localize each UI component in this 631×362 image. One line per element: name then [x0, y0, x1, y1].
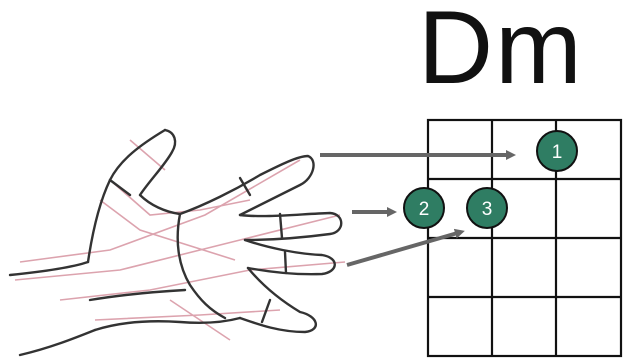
chord-name: Dm: [418, 0, 584, 106]
finger-dot-1: 1: [536, 130, 578, 172]
finger-dot-3: 3: [466, 187, 508, 229]
finger-arrows: [320, 150, 516, 267]
hand-sketch-icon: [8, 128, 346, 357]
finger-label-3: 3: [482, 199, 493, 220]
finger-label-1: 1: [552, 142, 563, 163]
arrow-finger-3: [346, 228, 465, 267]
finger-dot-2: 2: [403, 187, 445, 229]
finger-label-2: 2: [419, 199, 430, 220]
